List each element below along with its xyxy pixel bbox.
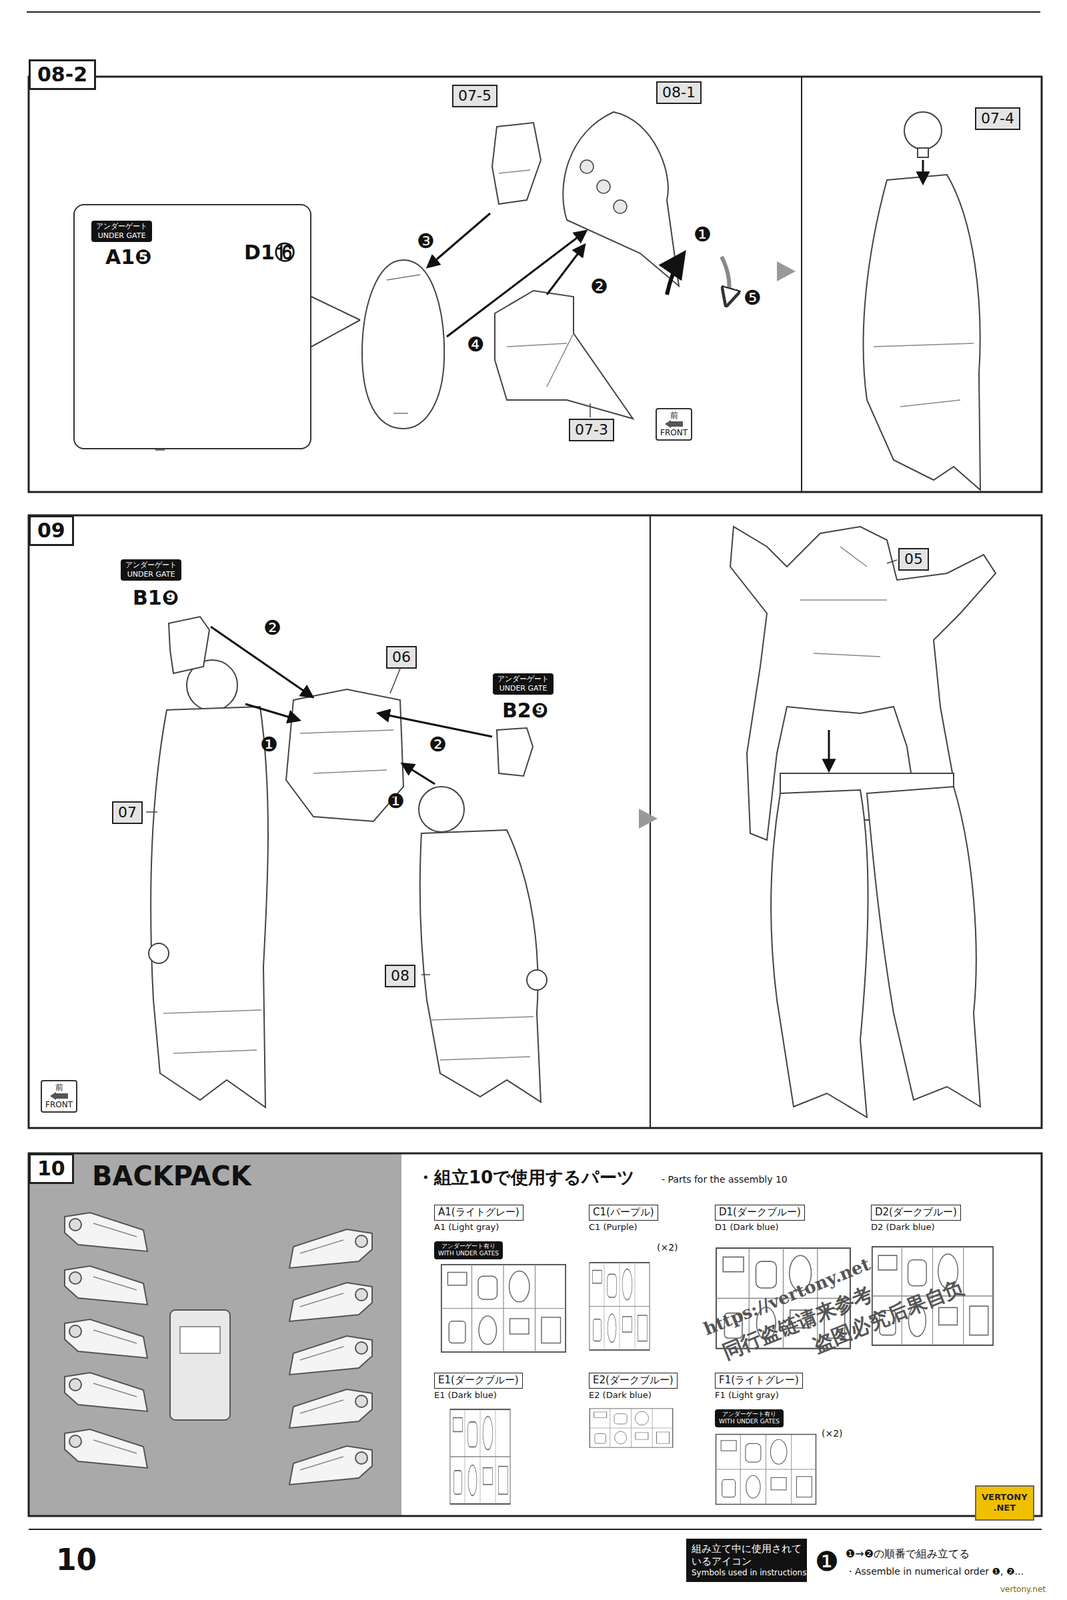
under-gate-badge: アンダーゲート有りWITH UNDER GATES (714, 1409, 784, 1428)
box-subtext: FRONT (45, 1100, 73, 1110)
under-gate-badge: アンダーゲートUNDER GATE (120, 559, 182, 581)
box-subtext: UNDER GATE (497, 684, 549, 694)
box-text: 09 (37, 518, 66, 543)
front-icon: 前 FRONT (655, 408, 693, 441)
box-text: E2(ダークブルー) (592, 1374, 674, 1388)
step-number: ❷ (590, 275, 609, 298)
box-text: 08 (390, 966, 410, 986)
part-number-box: 06 (386, 646, 417, 669)
page-number: 10 (56, 1544, 97, 1577)
part-number-box: 05 (898, 548, 929, 571)
front-arrow (664, 420, 685, 429)
box-subtext: F1 (Light gray) (714, 1390, 779, 1402)
box-text: VERTONY (981, 1492, 1028, 1504)
box-text: 07 (118, 803, 137, 823)
box-text: D1(ダークブルー) (718, 1206, 801, 1220)
front-icon: 前 FRONT (40, 1080, 78, 1114)
box-text: 前 (670, 410, 679, 421)
box-subtext: E2 (Dark blue) (588, 1390, 652, 1402)
under-gate-badge: アンダーゲートUNDER GATE (492, 673, 554, 695)
box-text: E1(ダークブルー) (438, 1374, 519, 1388)
box-subtext: E1 (Dark blue) (434, 1390, 497, 1402)
box-text: 06 (392, 648, 411, 667)
part-number-box: 07-5 (452, 84, 498, 108)
part-number-box: 08-1 (656, 81, 702, 105)
part-code: B1❾ (132, 586, 179, 609)
box-text: 05 (904, 550, 923, 569)
under-gate-badge: アンダーゲートUNDER GATE (91, 220, 153, 243)
box-text: アンダーゲート有り (438, 1243, 499, 1251)
watermark-url: vertony.net (1000, 1585, 1046, 1595)
quantity: (×2) (821, 1429, 843, 1440)
runner-label-box: C1(パープル)C1 (Purple) (588, 1205, 659, 1222)
step-number: ❶ (260, 733, 279, 756)
box-subtext: C1 (Purple) (588, 1222, 638, 1234)
box-subtext: D1 (Dark blue) (714, 1222, 779, 1234)
box-text: アンダーゲート (96, 222, 148, 232)
step-number: ❶ (693, 223, 712, 246)
box-subtext: .NET (981, 1503, 1028, 1514)
box-text: C1(パープル) (592, 1206, 655, 1220)
box-text: F1(ライトグレー) (718, 1374, 799, 1388)
step-number: ❷ (263, 616, 282, 639)
section-title: BACKPACK (92, 1161, 252, 1192)
box-subtext: WITH UNDER GATES (438, 1250, 499, 1258)
step-number: ❹ (466, 333, 485, 356)
box-text: 前 (55, 1083, 64, 1093)
quantity: (×2) (656, 1243, 679, 1254)
parts-heading: ・組立10で使用するパーツ (416, 1168, 635, 1188)
step-number-box: 09 (28, 515, 75, 547)
box-text: A1(ライトグレー) (438, 1206, 520, 1220)
box-subtext: WITH UNDER GATES (718, 1418, 780, 1426)
part-number-box: 08 (384, 964, 416, 988)
site-logo: VERTONY.NET (974, 1485, 1035, 1522)
part-number-box: 07-4 (974, 107, 1021, 131)
part-number-box: 07 (112, 801, 143, 825)
box-text: アンダーゲート (497, 674, 549, 685)
icon-legend-box: 組み立て中に使用されているアイコンSymbols used in instruc… (686, 1539, 807, 1583)
step-number: ❷ (428, 733, 447, 756)
parts-heading-en: - Parts for the assembly 10 (661, 1175, 788, 1186)
box-subtext: A1 (Light gray) (434, 1222, 499, 1234)
step-number-box: 10 (28, 1153, 75, 1185)
box-subtext: D2 (Dark blue) (870, 1222, 935, 1234)
box-subtext: Symbols used in instructions (691, 1568, 802, 1579)
box-text: アンダーゲート有り (718, 1411, 780, 1419)
icon-description: ❶→❷の順番で組み立てる (845, 1548, 970, 1561)
box-text: 07-3 (574, 420, 609, 440)
box-subtext: UNDER GATE (125, 570, 177, 580)
box-text: 08-2 (37, 62, 88, 87)
order-icon: ❶ (814, 1547, 839, 1577)
runner-label-box: E2(ダークブルー)E2 (Dark blue) (588, 1373, 678, 1390)
front-arrow (49, 1092, 70, 1101)
box-subtext: FRONT (660, 428, 688, 438)
runner-label-box: E1(ダークブルー)E1 (Dark blue) (434, 1373, 523, 1390)
box-subtext: D1⑯ (244, 241, 295, 265)
step-number: ❺ (743, 286, 762, 309)
detail-inset: A1❺ D1⑯ アンダーゲートUNDER GATE (73, 204, 312, 450)
runner-label-box: D1(ダークブルー)D1 (Dark blue) (714, 1205, 805, 1222)
box-text: アンダーゲート (125, 560, 177, 571)
step-number: ❸ (416, 230, 435, 253)
step-number-box: 08-2 (28, 59, 97, 91)
box-text: 08-1 (662, 83, 696, 103)
box-text: D2(ダークブルー) (874, 1206, 957, 1220)
box-subtext: UNDER GATE (96, 231, 148, 241)
box-text: 07-4 (980, 109, 1015, 129)
under-gate-badge: アンダーゲート有りWITH UNDER GATES (434, 1241, 503, 1260)
box-text: 10 (37, 1157, 66, 1182)
box-text: 07-5 (458, 86, 492, 106)
runner-label-box: D2(ダークブルー)D2 (Dark blue) (870, 1205, 961, 1222)
step-number: ❶ (386, 790, 405, 813)
part-number-box: 07-3 (568, 418, 615, 442)
box-text: A1❺ (105, 246, 153, 270)
part-code: B2❾ (502, 699, 549, 722)
icon-description: ・Assemble in numerical order ❶, ❷... (845, 1567, 1024, 1578)
runner-label-box: A1(ライトグレー)A1 (Light gray) (434, 1205, 524, 1222)
runner-label-box: F1(ライトグレー)F1 (Light gray) (714, 1373, 803, 1390)
box-text: 組み立て中に使用されているアイコン (691, 1543, 802, 1569)
